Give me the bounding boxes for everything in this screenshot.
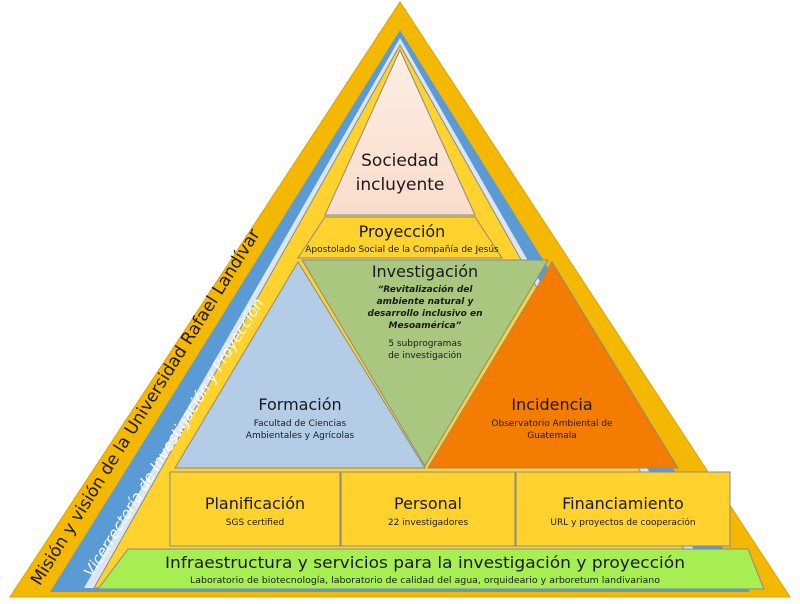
planificacion-title: Planificación — [205, 494, 305, 513]
financiamiento-title: Financiamiento — [562, 494, 684, 513]
top-title-line2: incluyente — [356, 175, 445, 195]
planificacion-subtitle: SGS certified — [226, 518, 284, 528]
proyeccion-subtitle: Apostolado Social de la Compañía de Jesú… — [305, 245, 499, 255]
investigacion-note-1: 5 subprogramas — [388, 339, 462, 349]
box-financiamiento — [515, 471, 731, 547]
investigacion-quote-4: Mesoamérica” — [389, 320, 462, 331]
personal-title: Personal — [394, 494, 462, 513]
box-personal — [340, 471, 516, 547]
financiamiento-subtitle: URL y proyectos de cooperación — [550, 517, 695, 528]
top-title-line1: Sociedad — [361, 151, 439, 171]
proyeccion-band — [297, 216, 503, 259]
investigacion-note-2: de investigación — [388, 350, 462, 361]
incidencia-title: Incidencia — [511, 395, 592, 414]
box-planificacion — [169, 471, 341, 547]
base-title: Infraestructura y servicios para la inve… — [165, 553, 685, 572]
formacion-triangle — [174, 261, 426, 469]
formacion-title: Formación — [258, 395, 341, 414]
investigacion-quote-1: “Revitalización del — [378, 284, 474, 295]
formacion-line-2: Ambientales y Agrícolas — [246, 431, 355, 441]
investigacion-quote-2: ambiente natural y — [377, 297, 475, 307]
incidencia-triangle — [427, 261, 679, 469]
incidencia-line-2: Guatemala — [527, 431, 577, 441]
investigacion-triangle — [301, 259, 549, 467]
base-subtitle: Laboratorio de biotecnología, laboratori… — [190, 576, 661, 586]
personal-subtitle: 22 investigadores — [388, 518, 469, 528]
proyeccion-title: Proyección — [359, 222, 446, 241]
investigacion-title: Investigación — [372, 262, 478, 281]
base-band — [97, 548, 765, 590]
incidencia-line-1: Observatorio Ambiental de — [491, 419, 613, 429]
top-triangle — [324, 48, 476, 216]
investigacion-quote-3: desarrollo inclusivo en — [368, 309, 483, 319]
formacion-line-1: Facultad de Ciencias — [254, 419, 347, 429]
